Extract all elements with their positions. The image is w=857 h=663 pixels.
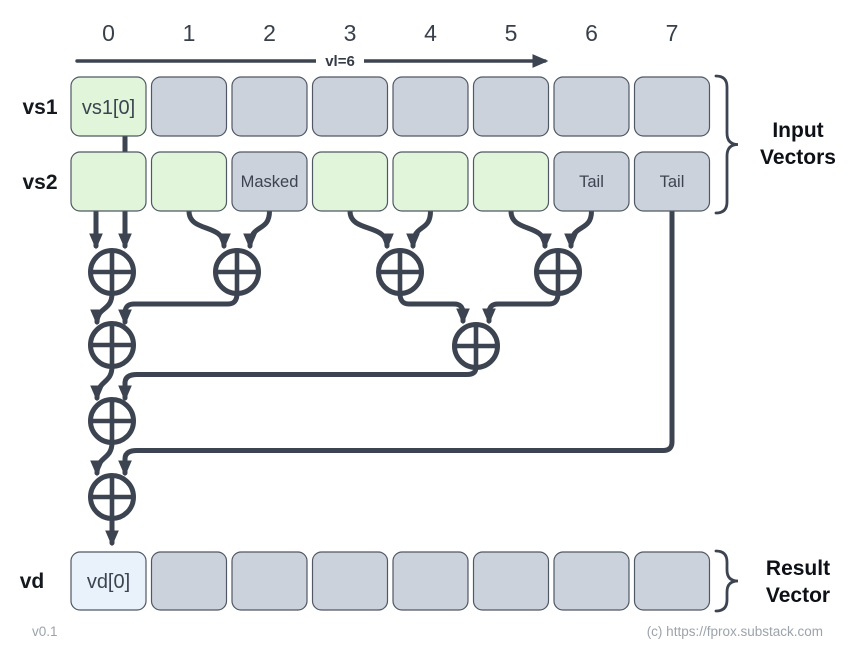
index-labels: 0 1 2 3 4 5 6 7 bbox=[102, 20, 678, 46]
xor-icon-f bbox=[452, 322, 500, 370]
masked-label: Masked bbox=[241, 173, 299, 191]
arrow-xor-e-to-xor-g bbox=[90, 364, 115, 402]
xor-icon-b bbox=[213, 248, 261, 296]
result-vector-label-line2: Vector bbox=[766, 584, 830, 607]
arrow-vs2-7-to-xor-h bbox=[118, 208, 675, 477]
xor-icon-g bbox=[88, 397, 136, 445]
vs2-cell-7-tail bbox=[633, 151, 711, 212]
vs2-cell-4 bbox=[392, 151, 469, 212]
copyright-label: (c) https://fprox.substack.com bbox=[647, 624, 823, 639]
xor-icon-e bbox=[88, 321, 136, 369]
xor-nodes bbox=[88, 248, 582, 521]
vs2-cell-3 bbox=[311, 151, 389, 212]
vs1-row: vs1[0] bbox=[70, 76, 711, 137]
vs1-cell-5 bbox=[472, 76, 550, 137]
arrow-vs2-4-to-xor-c bbox=[406, 208, 433, 250]
xor-icon-h bbox=[88, 473, 136, 521]
input-vectors-annotation: Input Vectors bbox=[714, 74, 836, 215]
index-label-4: 4 bbox=[424, 20, 437, 46]
vs1-cell-1 bbox=[150, 76, 228, 137]
vd-cell-0-label: vd[0] bbox=[87, 571, 130, 593]
vs2-cell-5 bbox=[472, 151, 550, 212]
vs1-row-label: vs1 bbox=[22, 96, 57, 119]
vs1-cell-0-label: vs1[0] bbox=[82, 97, 135, 119]
vs1-cell-3 bbox=[311, 76, 389, 137]
vd-row: vd[0] bbox=[70, 551, 711, 611]
arrow-xor-d-to-xor-f bbox=[482, 291, 561, 325]
vs1-cell-0 bbox=[70, 76, 147, 137]
vd-cell-0 bbox=[70, 551, 147, 611]
arrow-xor-g-to-xor-h bbox=[90, 440, 115, 477]
xor-icon-c bbox=[376, 248, 424, 296]
vs1-cell-7 bbox=[633, 76, 711, 137]
xor-icon-d bbox=[534, 248, 582, 296]
result-vector-annotation: Result Vector bbox=[714, 549, 830, 613]
arrow-vs2-1-to-xor-b bbox=[186, 208, 231, 250]
arrow-xor-c-to-xor-f bbox=[397, 291, 470, 325]
vs2-row: Masked Tail Tail bbox=[70, 151, 711, 212]
vd-cell-3 bbox=[311, 551, 389, 611]
vs1-cell-2 bbox=[231, 76, 308, 137]
index-label-7: 7 bbox=[666, 20, 679, 46]
index-label-1: 1 bbox=[183, 20, 196, 46]
vd-cell-4 bbox=[392, 551, 469, 611]
xor-icon-a bbox=[88, 248, 136, 296]
reduction-tree-arrows bbox=[89, 133, 675, 547]
arrow-vs2-5-to-xor-d bbox=[508, 208, 552, 250]
vs1-cell-6 bbox=[553, 76, 630, 137]
vs2-cell-1 bbox=[150, 151, 228, 212]
result-vector-brace bbox=[714, 549, 739, 613]
vd-row-label: vd bbox=[20, 570, 45, 593]
vs2-cell-0 bbox=[70, 151, 147, 212]
arrow-vs2-2-to-xor-b bbox=[243, 208, 272, 250]
vs2-cell-6-tail bbox=[553, 151, 630, 212]
vl-label: vl=6 bbox=[325, 53, 355, 70]
version-label: v0.1 bbox=[32, 624, 58, 639]
index-label-6: 6 bbox=[585, 20, 598, 46]
vs2-row-label: vs2 bbox=[22, 171, 57, 194]
input-vectors-label-line1: Input bbox=[772, 119, 823, 142]
vs1-cell-4 bbox=[392, 76, 469, 137]
vd-cell-2 bbox=[231, 551, 308, 611]
arrow-vs2-3-to-xor-c bbox=[347, 208, 394, 250]
arrow-xor-f-to-xor-g bbox=[118, 365, 479, 402]
vd-cell-6 bbox=[553, 551, 630, 611]
index-label-3: 3 bbox=[344, 20, 357, 46]
arrow-vs2-6-to-xor-d bbox=[564, 208, 594, 250]
tail-label-6: Tail bbox=[579, 173, 604, 191]
index-label-5: 5 bbox=[505, 20, 518, 46]
input-vectors-brace bbox=[714, 74, 739, 215]
index-label-2: 2 bbox=[263, 20, 276, 46]
arrow-xor-a-to-xor-e bbox=[90, 291, 115, 326]
input-vectors-label-line2: Vectors bbox=[760, 146, 836, 169]
result-vector-label-line1: Result bbox=[766, 557, 830, 580]
vd-cell-7 bbox=[633, 551, 711, 611]
vl-label-backdrop bbox=[316, 51, 364, 71]
tail-label-7: Tail bbox=[660, 173, 685, 191]
vs2-cell-2-masked bbox=[231, 151, 308, 212]
arrow-xor-b-to-xor-e bbox=[118, 291, 240, 326]
index-label-0: 0 bbox=[102, 20, 115, 46]
vd-cell-1 bbox=[150, 551, 228, 611]
vl-annotation: vl=6 bbox=[75, 51, 549, 71]
vd-cell-5 bbox=[472, 551, 550, 611]
